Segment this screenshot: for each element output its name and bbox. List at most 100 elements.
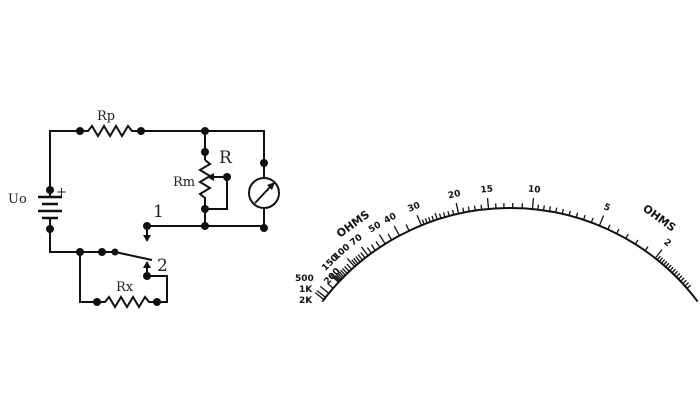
scale-label-30: 30 [406,201,421,215]
scale-tick [427,217,431,223]
scale-tick [314,292,325,300]
scale-tick [416,214,422,226]
scale-tick [378,234,386,245]
scale-tick [451,209,455,215]
scale-label-20: 20 [447,189,461,201]
scale-tick [665,262,670,268]
scale-tick [467,206,470,212]
label-rp: Rp [97,109,115,124]
scale-tick [555,207,558,213]
scale-tick [334,275,341,281]
scale-label-2: 2 [661,237,672,249]
scale-tick [438,213,442,219]
scale-tick [346,258,356,268]
scale-tick [360,246,369,257]
scale-tick [582,214,586,221]
scale-tick [680,277,685,282]
scale-tick [316,290,326,298]
scale-tick [669,266,674,272]
scale-label-70: 70 [349,233,365,249]
scale-tick [424,218,428,224]
scale-tick [333,276,340,282]
resistor-rp [80,124,141,138]
needle-arrow [267,182,275,190]
scale-tick [421,219,425,225]
scale-tick [370,244,376,251]
scale-tick [344,265,350,272]
scale-tick [341,267,348,274]
scale-tick [462,207,465,213]
scale-tick [667,264,672,270]
wiper-wire [205,177,228,210]
meter-needle [254,184,273,204]
scale-label-500: 500 [295,274,314,284]
scale-tick [351,259,357,266]
scale-tick [663,260,668,266]
scale-ticks [314,197,692,300]
scale-tick [656,255,661,261]
scale-tick [654,249,663,259]
scale-tick [561,208,565,215]
scale-tick [375,241,381,248]
scale-tick [447,210,450,217]
scale-tick [480,204,483,210]
scale-tick [357,254,364,261]
scale-label-10: 10 [527,185,540,196]
wire-top [49,130,80,190]
scale-label-40: 40 [383,212,399,227]
contact-1-arrow [143,235,151,242]
scale-tick [353,257,359,265]
scale-tick [542,205,545,211]
scale-tick [387,233,393,241]
scale-tick [366,247,372,254]
scale-tick [340,269,346,276]
scale-arc [321,207,699,303]
scale-tick [677,275,683,280]
scale-tick [442,212,446,218]
scale-tick [590,217,594,223]
scale-tick [675,272,681,278]
scale-tick [327,283,334,289]
scale-tick [625,233,629,239]
scale-tick [575,212,579,218]
scale-tick [434,212,438,220]
scale-label-2k: 2K [299,296,313,306]
scale-tick [682,279,687,285]
resistor-rx [97,275,168,309]
wire-rx-loop [79,252,97,303]
switch-blade [114,251,153,261]
scale-tick [355,256,361,263]
label-switch-2: 2 [157,256,168,276]
contact-2-arrow [143,261,151,268]
scale-tick [405,224,410,232]
scale-tick [473,205,476,211]
label-uo: Uo [8,192,27,207]
ohms-label-right: OHMS [640,202,678,235]
scale-tick [360,252,366,259]
scale-tick [337,272,344,279]
label-r: R [219,148,233,168]
ohmmeter-circuit: Rp Rm R Uo + Rx 1 2 [8,109,280,309]
scale-tick [346,263,353,270]
scale-label-1k: 1K [299,285,313,295]
scale-label-5: 5 [602,202,612,214]
scale-tick [319,285,330,294]
scale-tick [686,284,692,289]
scale-tick [568,210,571,216]
label-switch-1: 1 [153,202,164,222]
label-rm: Rm [173,175,195,190]
scale-tick [616,228,620,234]
resistor-rm [198,159,212,226]
scale-tick [393,225,400,236]
scale-tick [598,215,605,226]
scale-tick [548,206,552,212]
scale-tick [644,246,649,252]
scale-tick [671,268,676,274]
label-rx: Rx [116,280,134,295]
wire-bottom-left [49,218,115,253]
scale-label-15: 15 [480,185,493,196]
label-plus: + [56,185,67,200]
scale-tick [330,274,339,283]
